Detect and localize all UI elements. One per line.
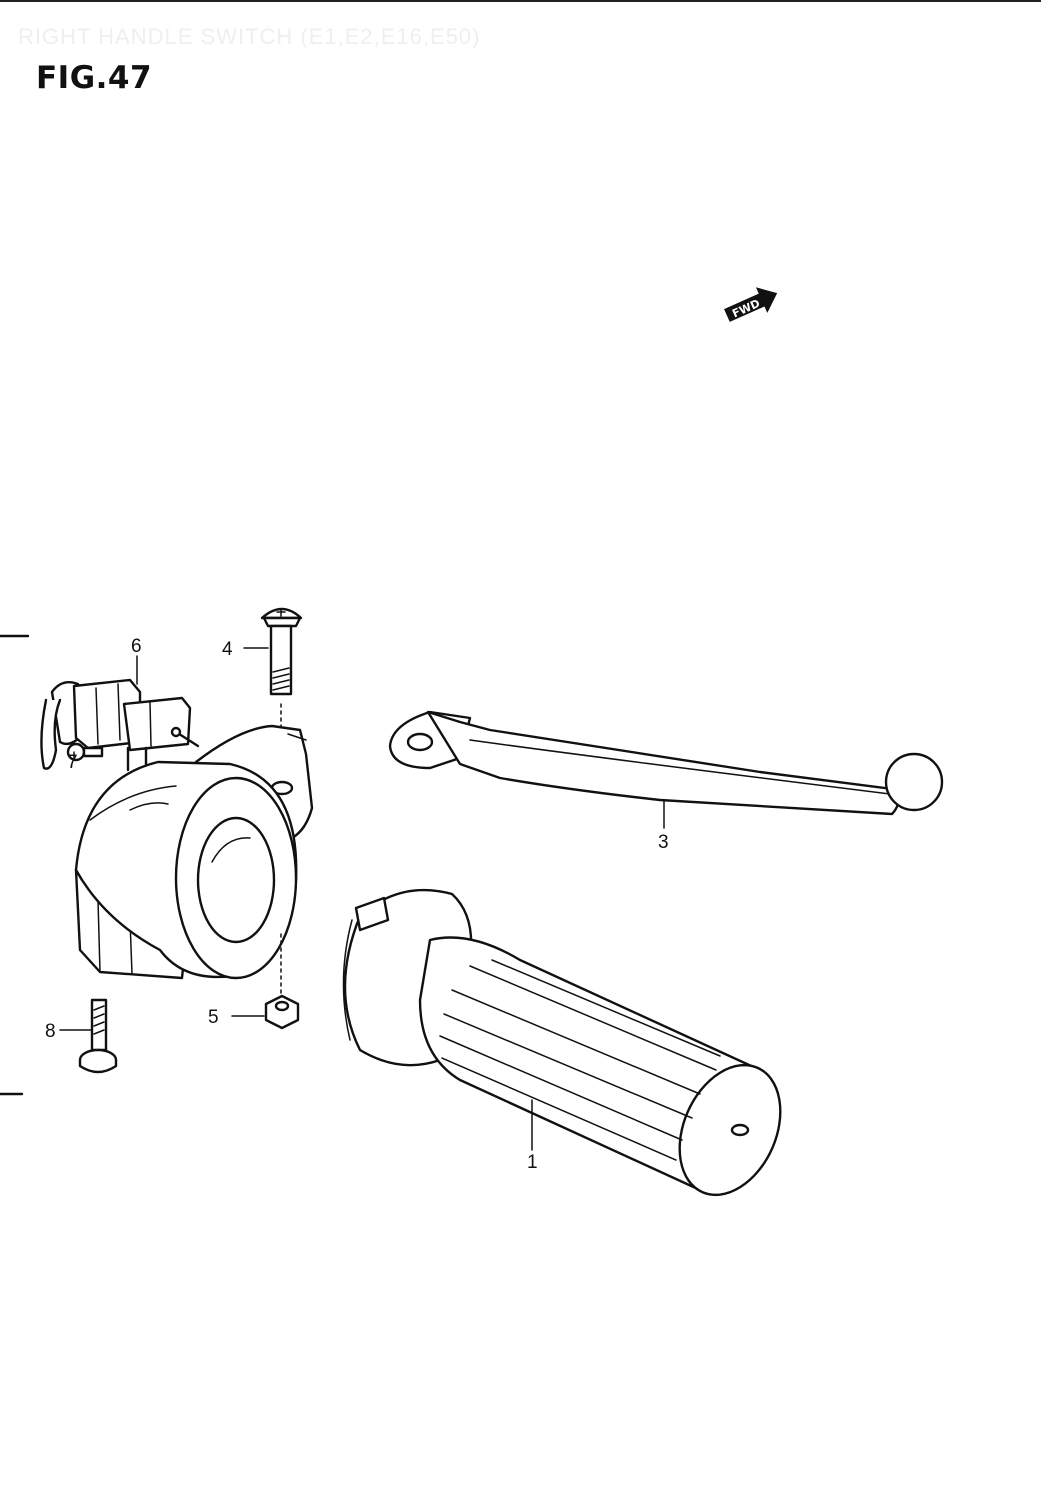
figure-number: FIG.47 [36, 60, 153, 96]
callout-3: 3 [658, 832, 669, 853]
brake-lever-3 [388, 710, 944, 816]
switch-housing [74, 724, 314, 980]
callout-5: 5 [208, 1007, 219, 1028]
housing-screw-8 [78, 998, 118, 1074]
switch-screw-7 [66, 742, 104, 762]
nut-5 [264, 933, 300, 1030]
callout-1: 1 [527, 1152, 538, 1173]
callout-8: 8 [45, 1021, 56, 1042]
callout-4: 4 [222, 639, 233, 660]
handlebar-grip-1 [342, 888, 782, 1197]
callout-6: 6 [131, 636, 142, 657]
top-border [0, 0, 1041, 2]
callout-7: 7 [67, 752, 78, 773]
forward-arrow-icon: FWD [724, 287, 778, 322]
leader-lines [59, 647, 665, 1151]
section-title: RIGHT HANDLE SWITCH (E1,E2,E16,E50) [18, 24, 481, 49]
stop-light-switch-6 [40, 678, 200, 772]
